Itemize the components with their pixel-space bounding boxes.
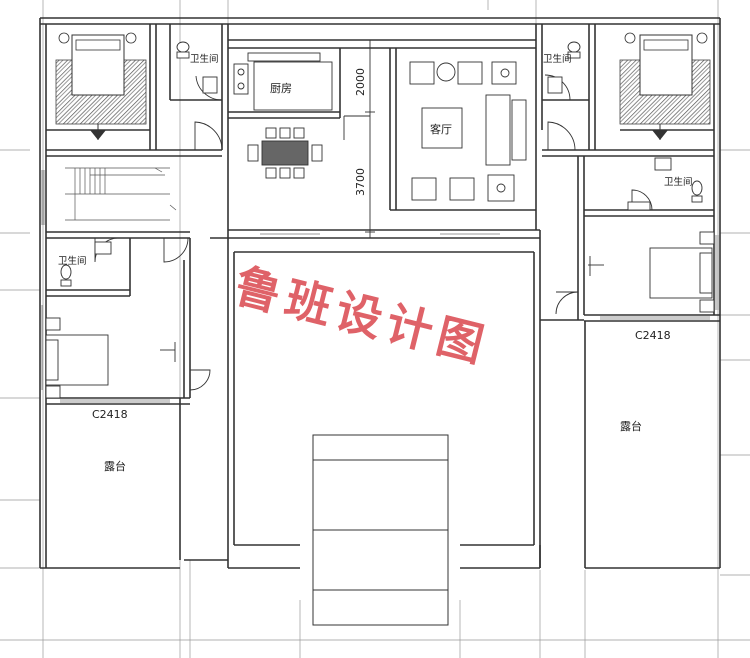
bed-top-right <box>619 32 711 140</box>
label-terrace-right: 露台 <box>620 419 642 433</box>
dimension-line <box>343 40 375 238</box>
bed-top-left <box>55 32 147 140</box>
dimension-lower: 3700 <box>354 168 367 196</box>
living-furniture <box>409 61 527 202</box>
watermark-text: 鲁班设计图 <box>229 258 494 373</box>
label-kitchen: 厨房 <box>270 82 292 95</box>
labels: 卫生间 卫生间 卫生间 卫生间 厨房 客厅 露台 露台 C2418 C2418 … <box>58 53 693 473</box>
label-bath-top-right: 卫生间 <box>543 53 572 65</box>
label-bath-top-left: 卫生间 <box>190 53 219 65</box>
dimension-upper: 2000 <box>354 68 367 96</box>
kitchen-fixtures <box>233 52 333 111</box>
label-bath-mid-left: 卫生间 <box>58 255 87 267</box>
staircase <box>65 167 177 221</box>
label-window-left: C2418 <box>92 408 128 421</box>
entrance-steps <box>312 434 449 626</box>
bed-mid-left <box>45 317 176 399</box>
bath-fixtures <box>60 41 703 287</box>
label-bath-right: 卫生间 <box>664 176 693 188</box>
dining-set <box>247 127 323 179</box>
bed-right <box>588 231 715 313</box>
label-living: 客厅 <box>430 122 452 136</box>
windows-lines <box>41 170 719 403</box>
label-window-right: C2418 <box>635 329 671 342</box>
label-terrace-left: 露台 <box>104 459 126 473</box>
